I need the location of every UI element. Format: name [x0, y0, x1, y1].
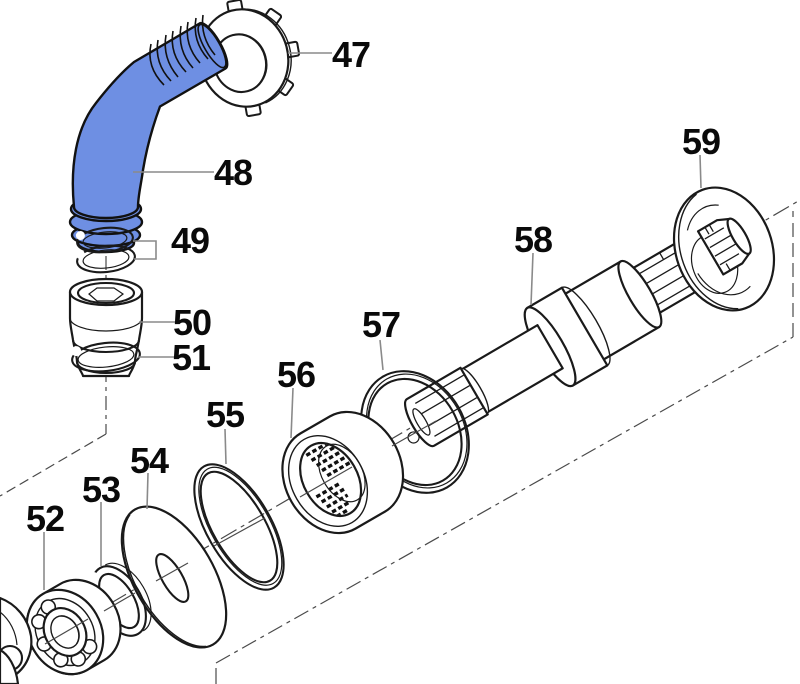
flange-boss-arc-lower [697, 273, 751, 296]
part-50-hose-fitting [68, 277, 144, 378]
frame-edge-bottom [215, 336, 794, 664]
oring-1 [75, 226, 134, 254]
ring-nut-depth-arc [240, 8, 292, 104]
leader-49 [133, 240, 157, 260]
shaft-large-cylinder-end-face [617, 259, 663, 329]
corner-lobe-2 [0, 648, 20, 684]
shaft-collar-back-arc [561, 286, 611, 367]
callout-57: 57 [362, 304, 400, 345]
ring51-inner [77, 346, 135, 368]
callout-59: 59 [682, 121, 720, 162]
fitting-barb-1 [71, 339, 141, 354]
fitting-top-inner [76, 281, 136, 305]
callout-56: 56 [277, 354, 315, 395]
leader-54 [146, 472, 149, 510]
ring55-inner [199, 470, 279, 584]
part-48-elbow-hose [68, 14, 229, 254]
washer-hole [155, 553, 190, 603]
ring51-gap [71, 346, 82, 357]
leader-55 [224, 428, 227, 465]
elbow-body [71, 21, 229, 220]
corner-inner-arc [0, 611, 18, 646]
part-54-washer [120, 505, 228, 649]
fitting-hex-bore [88, 287, 125, 302]
leader-57 [379, 339, 384, 371]
callout-58: 58 [514, 219, 552, 260]
axis-bore-segments [44, 420, 437, 645]
ring55-outer [193, 463, 285, 591]
ring55-mid [198, 466, 283, 586]
callout-48: 48 [214, 152, 252, 193]
flange-rim-thickness [678, 193, 739, 310]
ring-nut-hole-depth [238, 33, 267, 90]
ring51-outer [71, 341, 141, 373]
callout-47: 47 [332, 34, 370, 75]
washer-disc [120, 505, 228, 649]
fitting-barb-2 [75, 361, 137, 375]
callout-numbers: 47 48 49 50 51 52 53 54 55 56 57 58 59 [26, 34, 721, 539]
seal-pilot-circle [407, 431, 420, 444]
shaft-tip-grooves [704, 224, 740, 271]
callout-52: 52 [26, 498, 64, 539]
callout-55: 55 [206, 394, 245, 435]
leader-59 [699, 154, 702, 189]
callout-50: 50 [173, 302, 211, 343]
ring53-depth-arc [104, 562, 152, 632]
leader-56 [290, 387, 294, 439]
part-49-orings [75, 226, 136, 274]
leader-58 [530, 252, 534, 306]
callout-51: 51 [172, 337, 211, 378]
elbow-threads [149, 14, 216, 86]
frame-edge-left [0, 433, 107, 497]
callout-54: 54 [130, 440, 169, 481]
part-51-ring [71, 341, 141, 373]
elbow-end-face [197, 23, 227, 69]
flange-boss-arc-upper [686, 204, 719, 231]
fitting-silhouette [68, 290, 144, 378]
fitting-cup-bottom [69, 317, 143, 332]
ring53-gap [86, 571, 99, 584]
partial-part-corner [0, 596, 33, 684]
shaft-tip-face [726, 217, 752, 255]
part-58-shaft-tip [696, 217, 752, 276]
leader-lines [43, 52, 702, 590]
part-55-ring [193, 463, 285, 591]
callout-53: 53 [82, 469, 120, 510]
part-52-ball-bearing [25, 578, 122, 676]
callout-49: 49 [171, 220, 209, 261]
